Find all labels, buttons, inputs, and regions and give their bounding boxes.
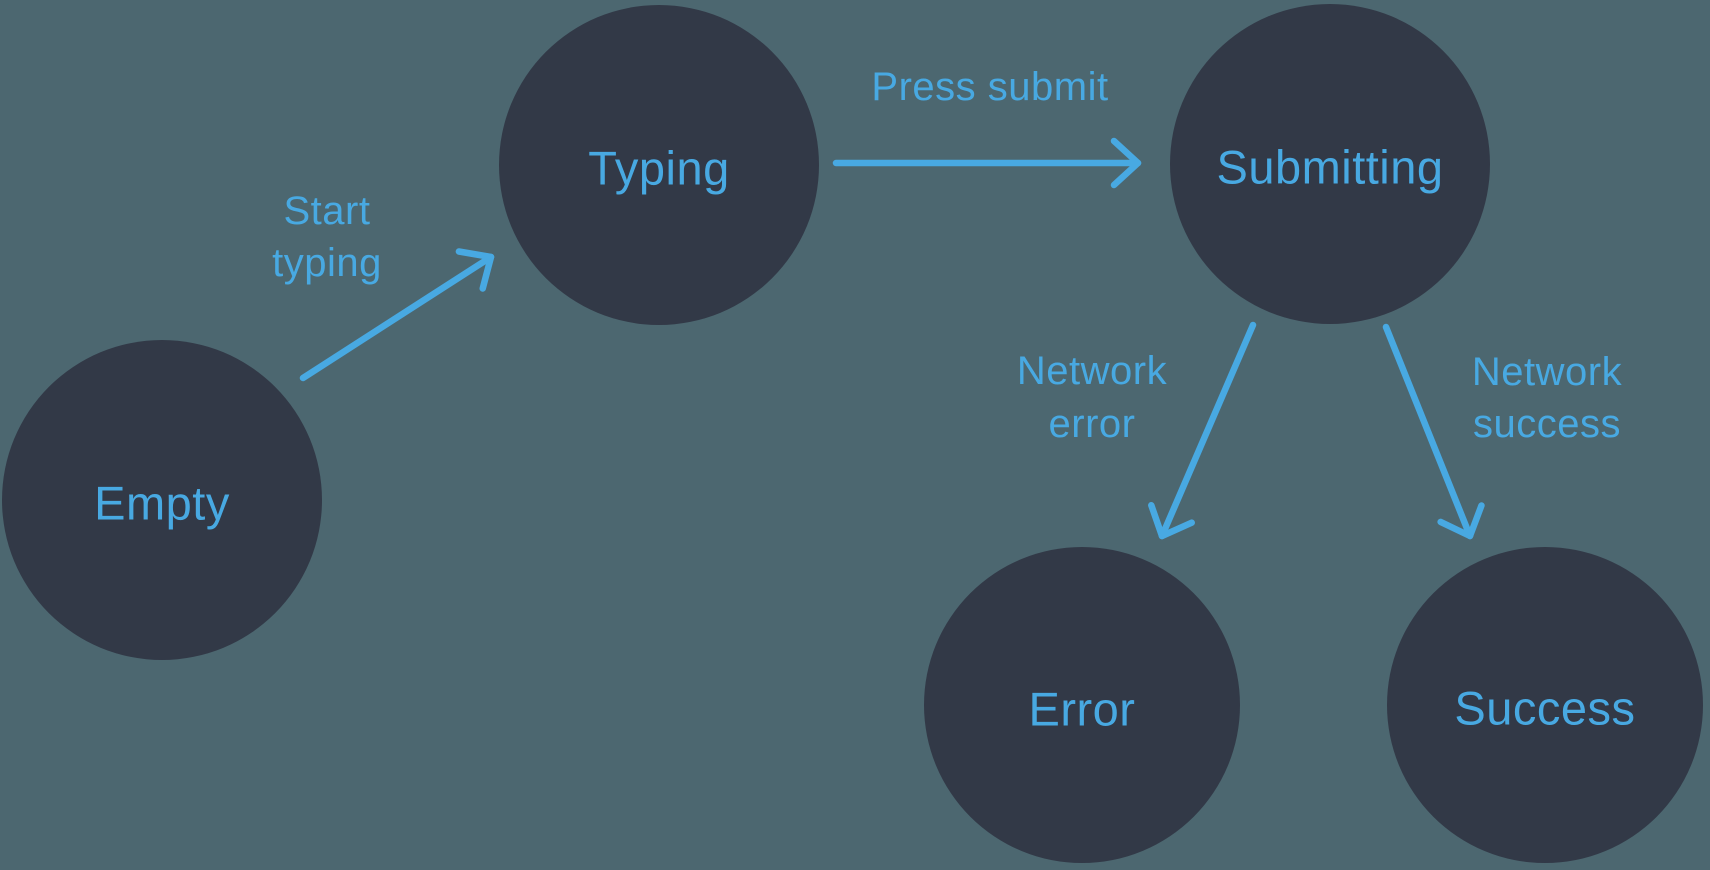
- transition-arrow-network-error: [1148, 321, 1257, 540]
- transition-start-typing: Start typing: [272, 189, 495, 382]
- state-circle-error: [924, 547, 1240, 863]
- state-circle-typing: [499, 5, 819, 325]
- state-node-submitting: Submitting: [1170, 4, 1490, 324]
- transition-label-press-submit: Press submit: [871, 65, 1108, 109]
- transition-arrow-network-success: [1382, 323, 1485, 540]
- transition-arrow-start-typing: [299, 248, 495, 382]
- state-circle-success: [1387, 547, 1703, 863]
- state-label-empty: Empty: [94, 477, 230, 530]
- state-label-error: Error: [1029, 683, 1136, 736]
- state-circle-empty: [2, 340, 322, 660]
- transition-label-start-typing-line1: Start: [284, 189, 371, 233]
- state-label-typing: Typing: [588, 142, 729, 195]
- transition-label-network-error-line1: Network: [1017, 349, 1168, 393]
- state-node-error: Error: [924, 547, 1240, 863]
- state-label-success: Success: [1454, 682, 1635, 735]
- transition-label-network-error-line2: error: [1049, 402, 1136, 446]
- transition-network-success: Network success: [1382, 323, 1623, 540]
- transition-label-start-typing-line2: typing: [272, 241, 382, 285]
- state-label-submitting: Submitting: [1216, 141, 1443, 194]
- transition-press-submit: Press submit: [832, 65, 1142, 189]
- state-node-empty: Empty: [2, 340, 322, 660]
- transition-label-network-success-line1: Network: [1472, 350, 1623, 394]
- state-circle-submitting: [1170, 4, 1490, 324]
- transition-network-error: Network error: [1017, 321, 1257, 540]
- state-node-success: Success: [1387, 547, 1703, 863]
- state-node-typing: Typing: [499, 5, 819, 325]
- transition-label-network-success-line2: success: [1473, 402, 1621, 446]
